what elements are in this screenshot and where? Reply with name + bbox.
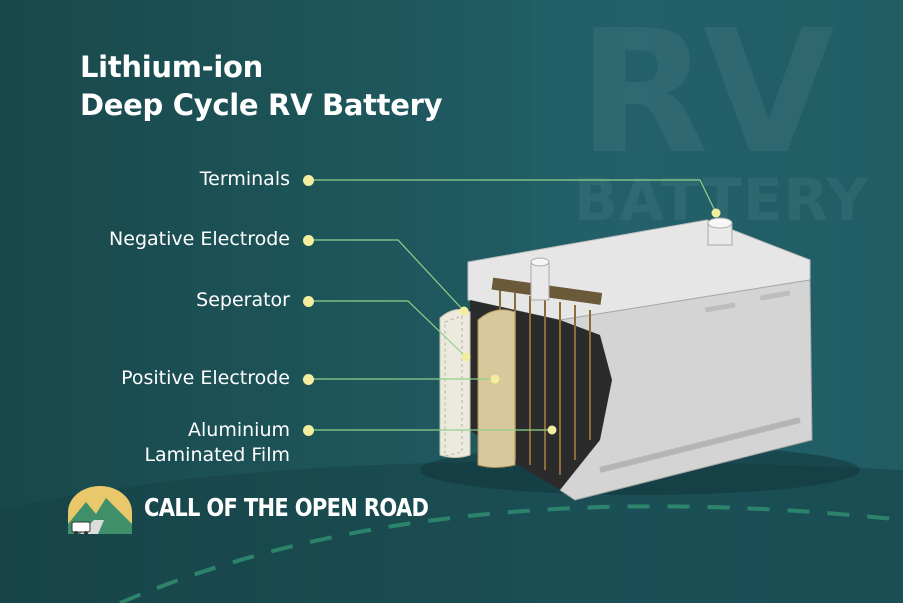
callout-end-terminals xyxy=(711,208,721,218)
callout-end-positive-electrode xyxy=(490,374,500,384)
callout-dot-terminals xyxy=(303,175,314,186)
callout-end-aluminium-film xyxy=(547,425,557,435)
callout-dot-positive-electrode xyxy=(303,374,314,385)
title-line-2: Deep Cycle RV Battery xyxy=(80,88,443,122)
callout-dot-aluminium-film xyxy=(303,425,314,436)
label-negative-electrode: Negative Electrode xyxy=(109,228,290,250)
terminal-left xyxy=(530,257,550,301)
callout-line-terminals xyxy=(313,179,717,214)
label-aluminium-film: Aluminium Laminated Film xyxy=(144,419,290,466)
callout-end-negative-electrode xyxy=(459,306,469,316)
label-separator: Seperator xyxy=(196,289,290,311)
callout-dot-separator xyxy=(303,296,314,307)
callout-line-separator xyxy=(313,300,467,358)
label-positive-electrode: Positive Electrode xyxy=(121,367,290,389)
terminal-right xyxy=(707,217,733,246)
brand-name: CALL OF THE OPEN ROAD xyxy=(144,493,429,522)
road-dash-line xyxy=(119,504,903,603)
title-line-1: Lithium-ion xyxy=(80,50,263,84)
callout-line-negative-electrode xyxy=(313,239,465,312)
watermark-rv: RV xyxy=(578,0,834,192)
callout-end-separator xyxy=(461,352,471,362)
label-terminals: Terminals xyxy=(199,168,290,190)
mountain-road-rv-logo-icon xyxy=(68,486,132,535)
page-title: Lithium-ion Deep Cycle RV Battery xyxy=(80,48,443,124)
positive-electrode-layer xyxy=(477,309,516,468)
callout-dot-negative-electrode xyxy=(303,235,314,246)
